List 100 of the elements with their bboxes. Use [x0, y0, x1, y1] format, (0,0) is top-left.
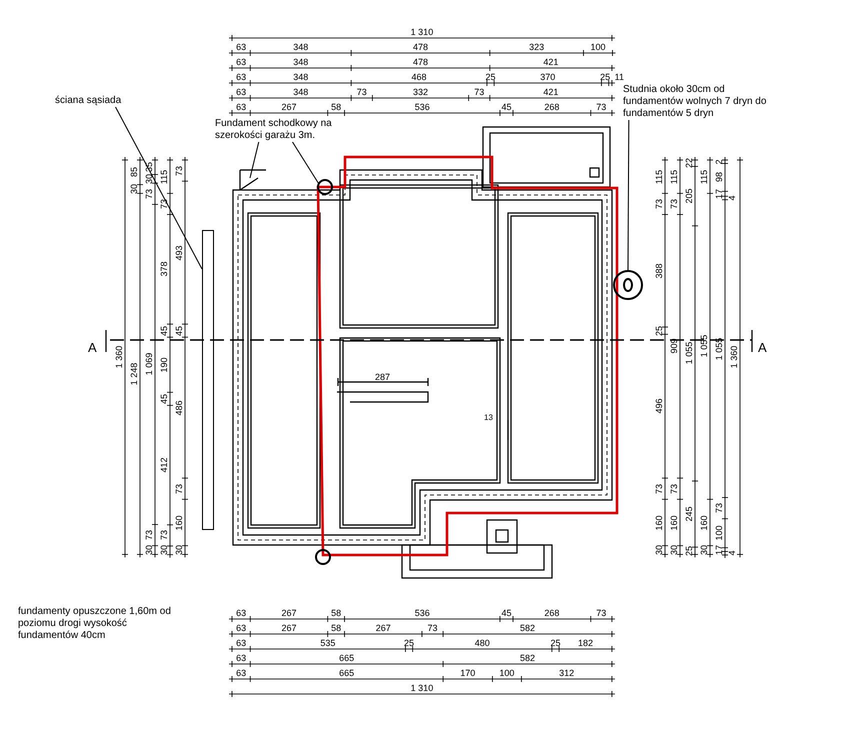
dimension-label: 58: [331, 608, 342, 618]
dimension-label: 160: [654, 514, 664, 530]
dimension-label: 100: [590, 42, 606, 52]
dimension-label: 63: [236, 87, 246, 97]
dimension-label: 25: [404, 638, 414, 648]
marker-circle: [315, 549, 331, 565]
dimension-label: 63: [236, 102, 246, 112]
dimension-label: 1 310: [410, 27, 434, 37]
dimension-label: 493: [174, 245, 184, 260]
dimension-label: 1 055: [699, 335, 709, 358]
dimension-label: 421: [543, 57, 558, 67]
dimension-label: 63: [236, 42, 246, 52]
dimension-label: 63: [236, 57, 246, 67]
dimension-label: 13: [484, 413, 493, 423]
dimension-label: 115: [669, 170, 679, 184]
dimension-label: 30: [144, 174, 154, 184]
dimension-label: 73: [596, 102, 606, 112]
dimension-label: 115: [699, 170, 709, 184]
dimension-label: 25: [654, 326, 664, 336]
dimension-label: 496: [654, 398, 664, 414]
dimension-label: 45: [159, 394, 169, 404]
note-text: fundamenty opuszczone 1,60m od poziomu drogi wysokość fundamentów 40cm: [18, 606, 172, 642]
dimension-label: 63: [236, 653, 246, 663]
dimension-label: 115: [159, 170, 169, 184]
note-text: Studnia około 30cm od fundamentów wolnych 7 dryn do fundamentów 5 dryn: [623, 84, 768, 120]
dimension-label: 73: [159, 530, 169, 540]
dimension-label: 4: [727, 550, 737, 556]
dimension-label: 536: [414, 608, 430, 618]
dimension-label: 85: [129, 167, 139, 178]
leader-line: [628, 120, 630, 270]
dimension-label: 25: [550, 638, 560, 648]
dimension-label: 17: [714, 188, 724, 199]
dimension-label: 535: [320, 638, 336, 648]
dimension-label: 73: [654, 484, 664, 494]
dimension-label: 73: [174, 484, 184, 494]
dimension-label: 665: [339, 653, 354, 663]
dimension-label: 4: [727, 195, 737, 200]
dimension-label: 30: [699, 545, 709, 556]
dimension-label: 63: [236, 638, 246, 648]
dimension-label: 2: [714, 159, 724, 164]
dimension-label: 58: [331, 102, 342, 112]
dimension-label: 478: [412, 42, 428, 52]
dimension-label: 348: [293, 42, 308, 52]
dimension-label: 1 055: [684, 342, 694, 365]
dimension-label: 348: [293, 87, 308, 97]
note-text: ściana sąsiada: [55, 95, 165, 107]
dimension-label: 267: [281, 102, 296, 112]
dimension-label: 115: [654, 170, 664, 184]
dimension-label: 536: [414, 102, 430, 112]
dimension-label: 63: [236, 72, 246, 82]
dimension-label: 388: [654, 263, 664, 278]
dimension-label: 73: [669, 484, 679, 494]
dimension-label: 468: [412, 72, 427, 82]
dimension-label: 480: [474, 638, 490, 648]
dimension-label: 267: [281, 623, 296, 633]
dimension-label: 582: [520, 653, 536, 663]
dimension-label: 25: [486, 72, 496, 82]
dimension-label: 582: [520, 623, 536, 633]
dimension-label: 30: [144, 545, 154, 556]
dimension-label: 22: [684, 158, 694, 168]
neighbor-wall: [202, 230, 214, 530]
dimension-label: 17: [714, 544, 724, 555]
dimension-label: 11: [614, 72, 624, 82]
dimension-label: 73: [174, 166, 184, 176]
dimension-label: 63: [236, 608, 246, 618]
dimension-label: 160: [699, 514, 709, 530]
marker-circle: [317, 179, 333, 195]
dimension-label: 58: [331, 623, 342, 633]
dimension-label: 160: [669, 514, 679, 530]
dimension-label: 245: [684, 506, 694, 522]
dimension-label: 312: [559, 668, 574, 678]
dimension-label: 30: [654, 545, 664, 556]
dimension-label: 63: [236, 623, 246, 633]
dimension-label: 63: [236, 668, 246, 678]
dimension-label: 73: [356, 87, 367, 97]
dimension-label: 268: [544, 102, 560, 112]
dimension-label: 478: [412, 57, 428, 67]
dimension-label: 378: [159, 262, 169, 277]
dimension-label: 25: [600, 72, 610, 82]
dimension-label: 267: [281, 608, 296, 618]
dimension-label: 45: [501, 102, 512, 112]
dimension-label: 170: [460, 668, 476, 678]
dimension-label: 45: [501, 608, 512, 618]
dimension-label: 30: [669, 545, 679, 556]
dimension-label: 323: [529, 42, 544, 52]
dimension-label: 1 310: [410, 683, 434, 693]
dimension-label: 73: [669, 198, 679, 209]
dimension-label: 348: [293, 72, 308, 82]
dimension-label: 73: [144, 188, 154, 199]
dimension-label: 205: [684, 188, 694, 204]
dimension-label: 73: [474, 87, 484, 97]
leader-line: [292, 142, 319, 184]
dimension-label: 190: [159, 357, 169, 372]
dimension-label: 1 360: [729, 346, 739, 368]
dimension-label: 268: [544, 608, 560, 618]
dimension-label: 1 069: [144, 353, 154, 376]
well-symbol: [613, 270, 643, 300]
dimension-label: 73: [596, 608, 606, 618]
note-text: Fundament schodkowy na szerokości garażu 3m.: [215, 118, 340, 142]
dimension-label: 30: [129, 184, 139, 194]
